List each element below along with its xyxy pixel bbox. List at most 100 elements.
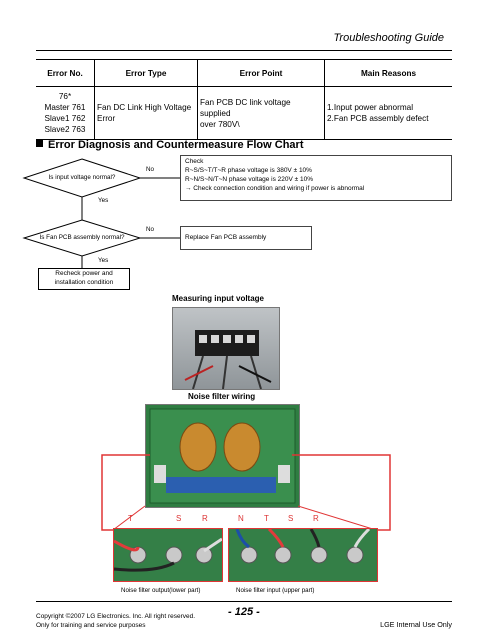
check-line: R~S/S~T/T~R phase voltage is 380V ± 10% — [185, 167, 312, 174]
measuring-photo — [172, 307, 280, 390]
terminal-screw — [211, 335, 219, 343]
copyright-line: Only for training and service purposes — [36, 622, 146, 629]
col-error-point: Error Point — [197, 59, 325, 87]
terminal-block-illustration — [184, 330, 272, 389]
bullet-square-icon — [36, 140, 43, 147]
noise-filter-photo — [145, 404, 300, 508]
phase-label-t: T — [128, 514, 133, 523]
footer-internal: LGE Internal Use Only — [380, 620, 452, 629]
terminal-screw — [240, 546, 258, 564]
table-header-row: Error No. Error Type Error Point Main Re… — [36, 59, 452, 87]
error-type-line: Fan DC Link High Voltage — [97, 103, 192, 112]
cell-main-reasons: 1.Input power abnormal 2.Fan PCB assembl… — [324, 86, 452, 140]
col-error-type: Error Type — [94, 59, 198, 87]
callout-line-left — [101, 454, 150, 531]
terminal-screw — [310, 546, 328, 564]
wire — [222, 355, 228, 389]
filter-output-illustration — [114, 529, 222, 581]
recheck-box: Recheck power and installation condition — [38, 268, 130, 290]
filter-input-photo — [228, 528, 378, 582]
error-point-line: Fan PCB DC link voltage supplied — [200, 97, 291, 118]
terminal — [154, 465, 166, 483]
header-rule — [36, 50, 452, 51]
terminal-screw — [247, 335, 255, 343]
footer-rule — [36, 601, 452, 602]
filter-output-photo — [113, 528, 223, 582]
terminal-screw — [346, 546, 364, 564]
copyright-line: Copyright ©2007 LG Electronics. Inc. All… — [36, 613, 196, 620]
terminal-screw — [274, 546, 292, 564]
footer-copyright: Copyright ©2007 LG Electronics. Inc. All… — [36, 612, 195, 630]
wire-white — [203, 537, 222, 553]
phase-label-t: T — [264, 514, 269, 523]
capacitor-row — [166, 477, 276, 493]
table-row: 76* Master 761 Slave1 762 Slave2 763 Fan… — [36, 86, 452, 140]
cell-error-point: Fan PCB DC link voltage supplied over 78… — [197, 86, 325, 140]
check-line: R~N/S~N/T~N phase voltage is 220V ± 10% — [185, 176, 314, 183]
terminal — [278, 465, 290, 483]
coil — [179, 422, 217, 472]
recheck-line: Recheck power and — [55, 270, 113, 277]
noise-filter-title: Noise filter wiring — [188, 392, 256, 401]
section-title: Error Diagnosis and Countermeasure Flow … — [36, 139, 304, 151]
callout-line-right — [292, 454, 391, 531]
flowchart-connectors — [22, 158, 180, 268]
filter-input-illustration — [229, 529, 377, 581]
error-point-line: over 780V\ — [200, 119, 240, 129]
terminal-screw — [195, 546, 213, 564]
check-title: Check — [185, 158, 204, 165]
error-type-line: Error — [97, 114, 116, 123]
phase-label-r: R — [202, 514, 208, 523]
coil — [223, 422, 261, 472]
wire-red — [114, 539, 140, 552]
wire-black — [309, 529, 321, 548]
callout-line-left-2 — [112, 505, 146, 531]
phase-label-s: S — [176, 514, 182, 523]
error-no-line: 76* — [58, 92, 72, 101]
probe-lead-black — [238, 365, 272, 383]
header-title: Troubleshooting Guide — [333, 32, 444, 44]
terminal-screw — [165, 546, 183, 564]
wire-blue — [235, 529, 250, 549]
phase-label-s: S — [288, 514, 294, 523]
col-error-no: Error No. — [36, 59, 95, 87]
main-reason-line: 1.Input power abnormal — [327, 103, 414, 112]
noise-filter-board-illustration — [149, 408, 296, 504]
phase-label-n: N — [238, 514, 244, 523]
check-line: → Check connection condition and wiring … — [185, 185, 365, 192]
wire-red — [267, 529, 285, 548]
decision-2-text: Is Fan PCB assembly normal? — [39, 234, 125, 241]
error-table: Error No. Error Type Error Point Main Re… — [36, 59, 452, 140]
q2-yes-label: Yes — [98, 257, 109, 264]
recheck-line: installation condition — [54, 279, 114, 286]
page-number: - 125 - — [228, 606, 260, 618]
phase-label-r: R — [313, 514, 319, 523]
callout-line-right-2 — [297, 505, 377, 531]
error-no-line: Slave2 763 — [44, 125, 86, 134]
main-reason-line: 2.Fan PCB assembly defect — [327, 114, 429, 123]
q1-no-label: No — [146, 166, 155, 173]
measuring-title: Measuring input voltage — [172, 294, 265, 303]
terminal-screw — [235, 335, 243, 343]
terminal-screw — [199, 335, 207, 343]
replace-text: Replace Fan PCB assembly — [185, 234, 267, 241]
terminal-screw — [223, 335, 231, 343]
wire — [250, 355, 262, 389]
replace-box: Replace Fan PCB assembly — [180, 226, 312, 250]
check-box: Check R~S/S~T/T~R phase voltage is 380V … — [180, 155, 452, 201]
wire-black — [114, 561, 175, 572]
error-no-line: Master 761 — [44, 103, 86, 112]
caption-filter-output: Noise filter output(lower part) — [121, 587, 201, 594]
q1-yes-label: Yes — [98, 197, 109, 204]
wire-white — [353, 529, 371, 548]
probe-lead-red — [184, 365, 214, 381]
q2-no-label: No — [146, 226, 155, 233]
col-main-reasons: Main Reasons — [324, 59, 452, 87]
section-title-text: Error Diagnosis and Countermeasure Flow … — [48, 139, 304, 151]
cell-error-no: 76* Master 761 Slave1 762 Slave2 763 — [36, 86, 95, 140]
cell-error-type: Fan DC Link High Voltage Error — [94, 86, 198, 140]
error-no-line: Slave1 762 — [44, 114, 86, 123]
decision-1-text: Is input voltage normal? — [48, 174, 116, 181]
caption-filter-input: Noise filter input (upper part) — [236, 587, 315, 594]
